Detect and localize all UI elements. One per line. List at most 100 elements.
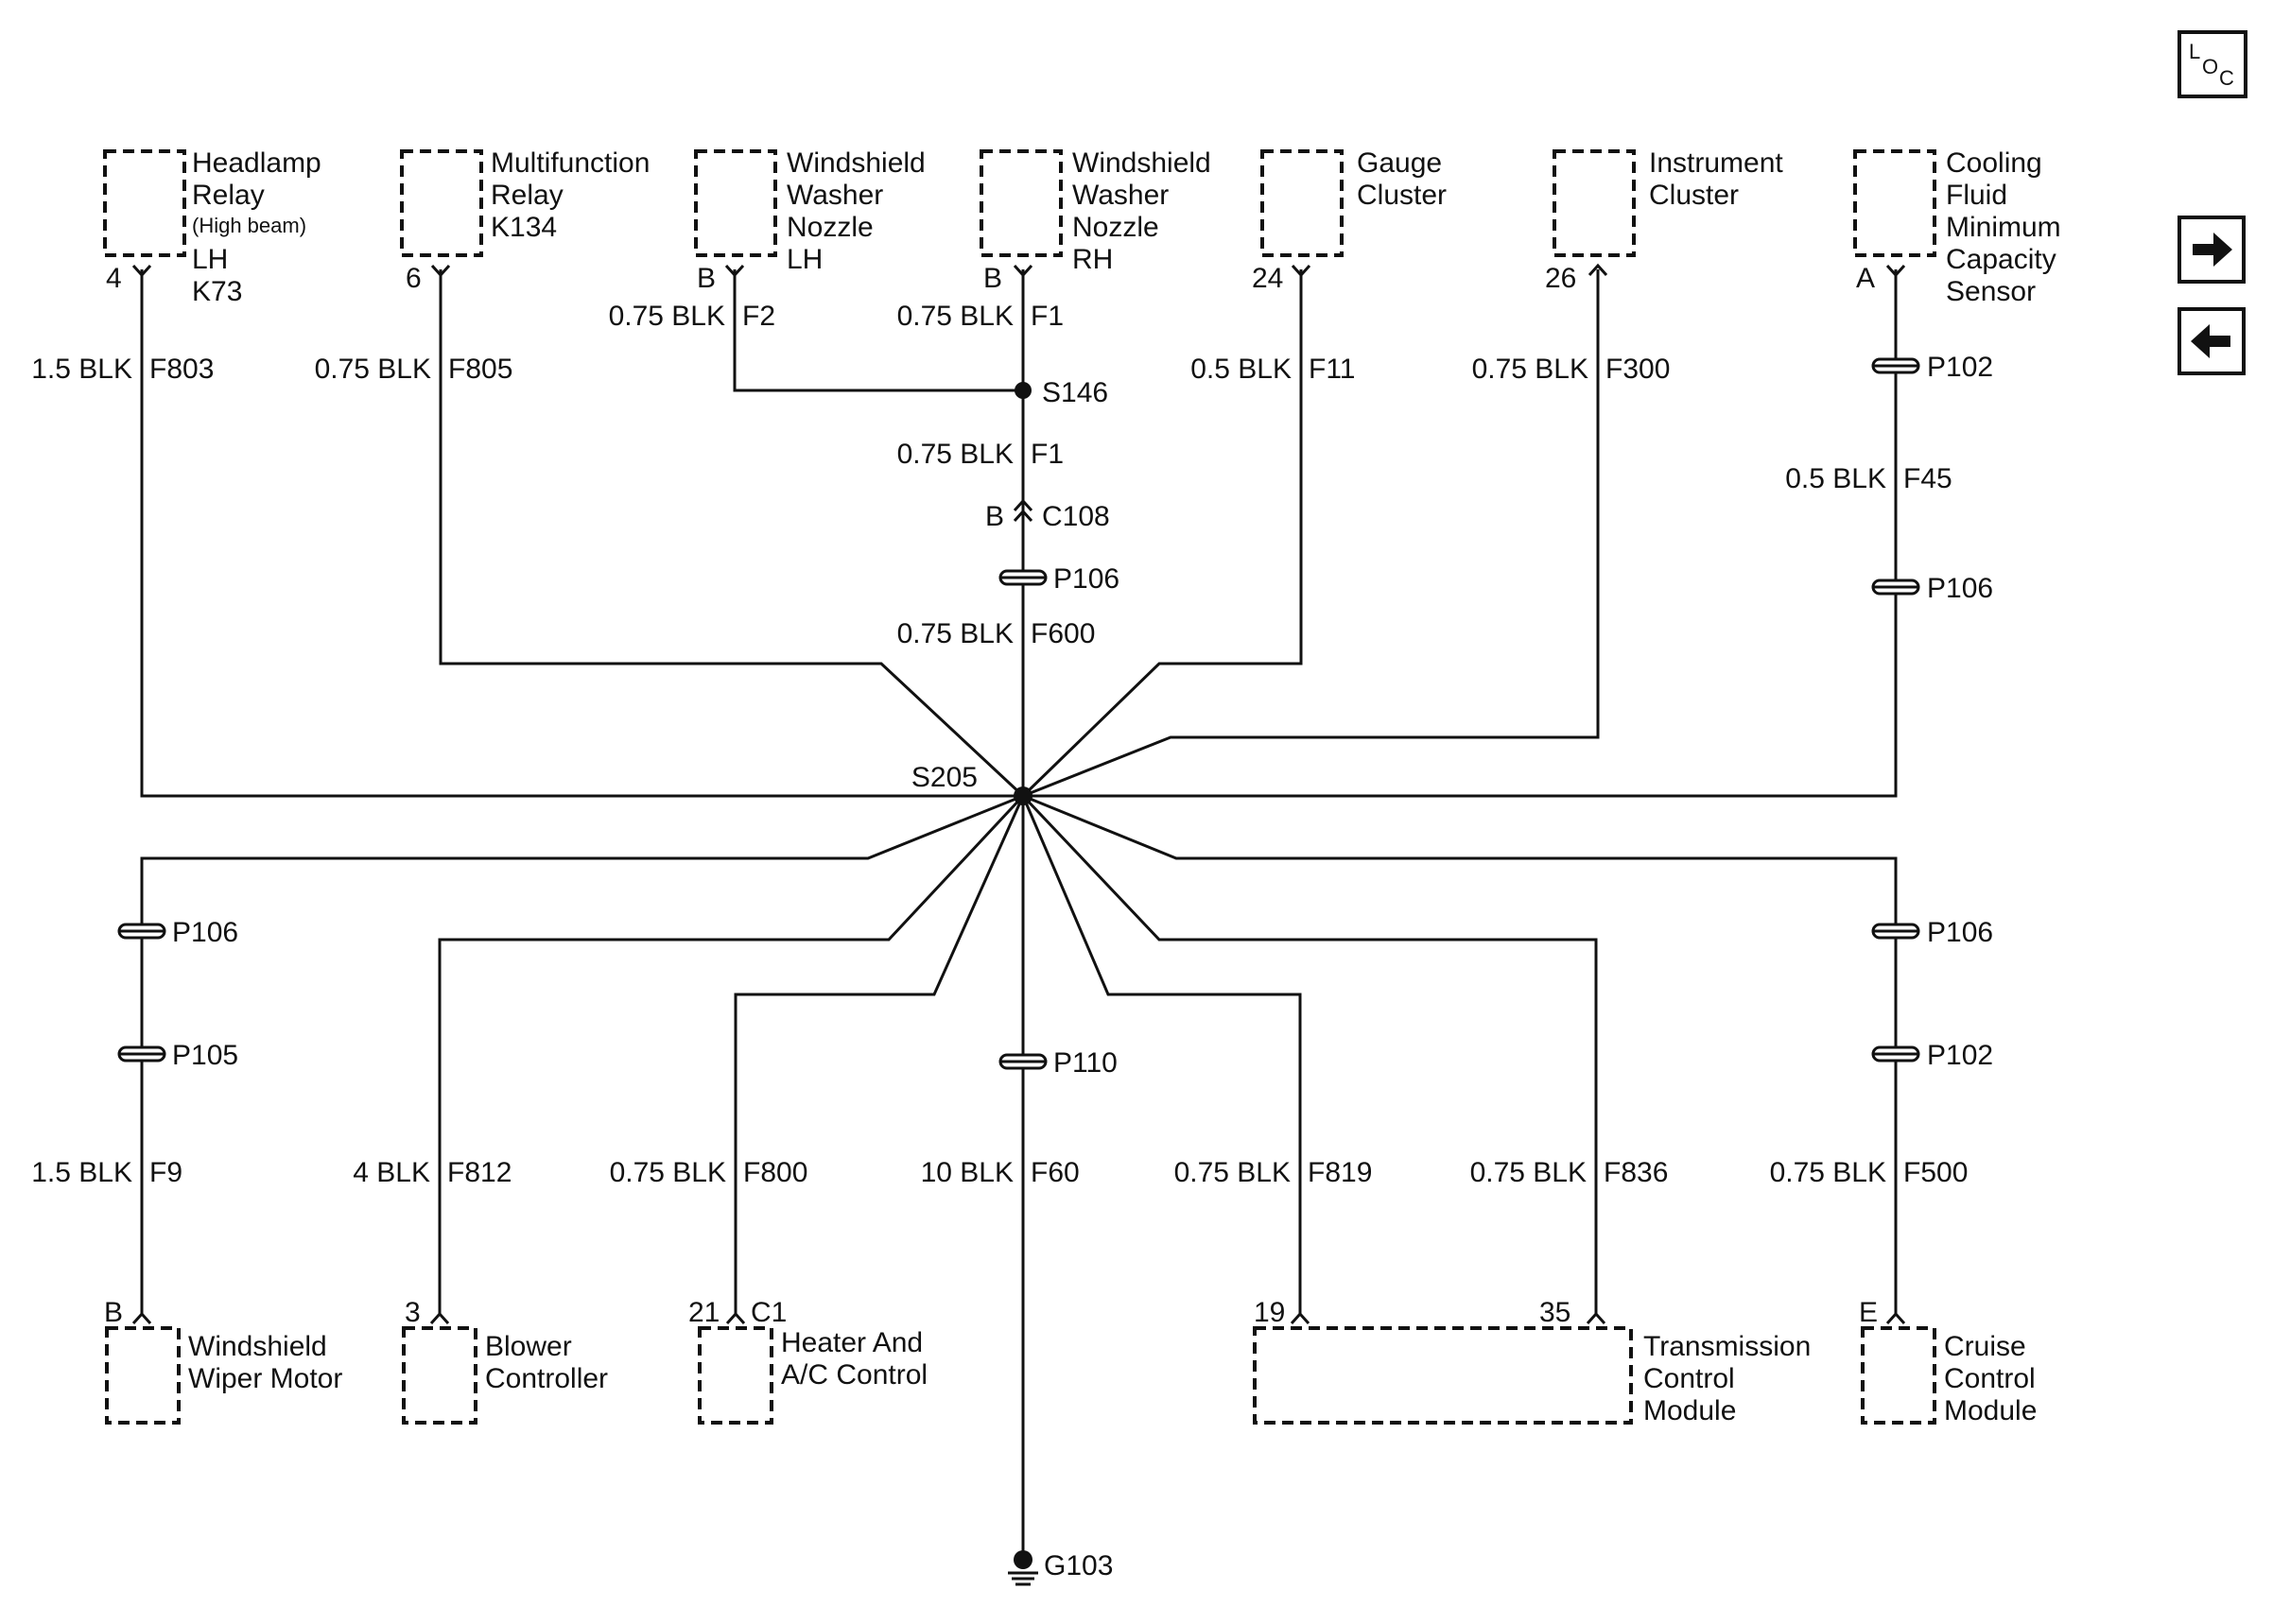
pass-through-p106-left-bottom [117, 923, 166, 940]
transmission-module-pin-35: 35 [1539, 1297, 1570, 1328]
splice-s205-dot [1014, 786, 1032, 805]
washer-nozzle-rh-pin: B [983, 263, 1002, 294]
wire-f300 [1022, 269, 1600, 798]
pin-cooling-fluid-sensor [1885, 264, 1906, 278]
wire-f800 [734, 795, 1025, 1314]
wire-f805-circuit: F805 [448, 354, 512, 385]
instrument-cluster-box [1553, 149, 1636, 257]
cooling-fluid-sensor-label-4: Capacity [1946, 244, 2056, 275]
multifunction-relay-label-2: Relay [491, 180, 564, 211]
washer-nozzle-lh-label-2: Washer [787, 180, 883, 211]
blower-controller-pin: 3 [405, 1297, 421, 1328]
wire-f60-gauge: 10 BLK [921, 1157, 1014, 1188]
wire-f1-mid-circuit: F1 [1031, 439, 1064, 470]
wire-f800-circuit: F800 [743, 1157, 807, 1188]
multifunction-relay-label-1: Multifunction [491, 147, 650, 179]
component-locator-button[interactable]: L O C [2178, 30, 2247, 98]
pin-instrument-cluster [1588, 263, 1608, 277]
arrow-left-icon [2191, 324, 2230, 358]
connector-c108-pin: B [985, 501, 1004, 532]
cruise-control-module-label-1: Cruise [1944, 1331, 2026, 1362]
pass-through-p106-center [998, 569, 1048, 586]
pass-through-p106-left-bottom-label: P106 [172, 917, 238, 948]
gauge-cluster-box [1260, 149, 1344, 257]
wiper-motor-pin: B [104, 1297, 123, 1328]
pass-through-p106-right-bottom-label: P106 [1927, 917, 1993, 948]
wire-f500-gauge: 0.75 BLK [1770, 1157, 1886, 1188]
blower-controller-label-1: Blower [485, 1331, 572, 1362]
wire-f1-top-circuit: F1 [1031, 301, 1064, 332]
wire-f819-circuit: F819 [1308, 1157, 1372, 1188]
washer-nozzle-rh-label-3: Nozzle [1072, 212, 1159, 243]
instrument-cluster-label-2: Cluster [1649, 180, 1739, 211]
wire-f45-circuit: F45 [1903, 463, 1952, 494]
wire-f819 [1021, 795, 1302, 1314]
washer-nozzle-lh-label-1: Windshield [787, 147, 926, 179]
washer-nozzle-rh-box [980, 149, 1063, 257]
splice-s146-label: S146 [1042, 377, 1108, 408]
blower-controller-box [402, 1326, 477, 1425]
wire-f300-circuit: F300 [1605, 354, 1670, 385]
wire-f600-gauge: 0.75 BLK [897, 618, 1014, 649]
pass-through-p110-center-label: P110 [1053, 1047, 1118, 1079]
loc-label-o: O [2202, 55, 2219, 78]
loc-label-l: L [2189, 40, 2201, 63]
loc-label-c: C [2219, 66, 2234, 90]
washer-nozzle-lh-pin: B [697, 263, 716, 294]
cooling-fluid-sensor-label-3: Minimum [1946, 212, 2061, 243]
wire-f836-circuit: F836 [1604, 1157, 1668, 1188]
pin-washer-nozzle-rh [1013, 264, 1033, 278]
gauge-cluster-pin: 24 [1252, 263, 1283, 294]
multifunction-relay-pin: 6 [406, 263, 422, 294]
heater-ac-control-label-2: A/C Control [781, 1359, 928, 1391]
arrow-right-icon [2193, 233, 2232, 267]
pass-through-p102-right-bottom [1871, 1045, 1920, 1063]
pin-cruise-control-module [1885, 1311, 1906, 1325]
wire-f500 [1022, 794, 1898, 1314]
wire-f805 [439, 269, 1025, 798]
next-page-button[interactable] [2178, 216, 2246, 284]
pin-transmission-35 [1586, 1311, 1606, 1325]
wire-f800-gauge: 0.75 BLK [610, 1157, 726, 1188]
previous-page-button[interactable] [2178, 307, 2246, 375]
cruise-control-module-label-3: Module [1944, 1395, 2037, 1426]
wire-f2-gauge: 0.75 BLK [609, 301, 725, 332]
pin-blower-controller [429, 1311, 450, 1325]
wire-f812-gauge: 4 BLK [353, 1157, 430, 1188]
headlamp-relay-label-5: K73 [192, 276, 242, 307]
wiper-motor-box [105, 1326, 181, 1425]
wire-f11 [1021, 269, 1303, 798]
wire-f11-gauge: 0.5 BLK [1190, 354, 1292, 385]
wire-f2-circuit: F2 [742, 301, 775, 332]
cooling-fluid-sensor-label-5: Sensor [1946, 276, 2036, 307]
multifunction-relay-label-3: K134 [491, 212, 557, 243]
wire-f60-circuit: F60 [1031, 1157, 1080, 1188]
wire-f600-circuit: F600 [1031, 618, 1095, 649]
pin-heater-ac-control [725, 1311, 746, 1325]
headlamp-relay-pin: 4 [106, 263, 122, 294]
wire-f803-circuit: F803 [149, 354, 214, 385]
headlamp-relay-label-4: LH [192, 244, 228, 275]
wire-f812-circuit: F812 [447, 1157, 512, 1188]
cooling-fluid-sensor-pin: A [1856, 263, 1875, 294]
wire-f819-gauge: 0.75 BLK [1174, 1157, 1291, 1188]
gauge-cluster-label-1: Gauge [1357, 147, 1442, 179]
wire-f836 [1021, 794, 1598, 1314]
washer-nozzle-lh-label-3: Nozzle [787, 212, 874, 243]
headlamp-relay-label-3: (High beam) [192, 214, 306, 237]
wire-f300-gauge: 0.75 BLK [1472, 354, 1588, 385]
ground-g103-icon [1008, 1550, 1038, 1586]
wire-f9-circuit: F9 [149, 1157, 182, 1188]
cooling-fluid-sensor-label-1: Cooling [1946, 147, 2042, 179]
instrument-cluster-label-1: Instrument [1649, 147, 1783, 179]
transmission-module-label-3: Module [1643, 1395, 1736, 1426]
pin-headlamp-relay [131, 264, 152, 278]
transmission-module-pin-19: 19 [1254, 1297, 1285, 1328]
wire-f836-gauge: 0.75 BLK [1470, 1157, 1587, 1188]
cruise-control-module-box [1861, 1326, 1936, 1425]
cooling-fluid-sensor-label-2: Fluid [1946, 180, 2007, 211]
c108-connector-lower [1013, 509, 1033, 523]
transmission-module-label-2: Control [1643, 1363, 1735, 1394]
wire-f9 [140, 794, 1024, 1314]
